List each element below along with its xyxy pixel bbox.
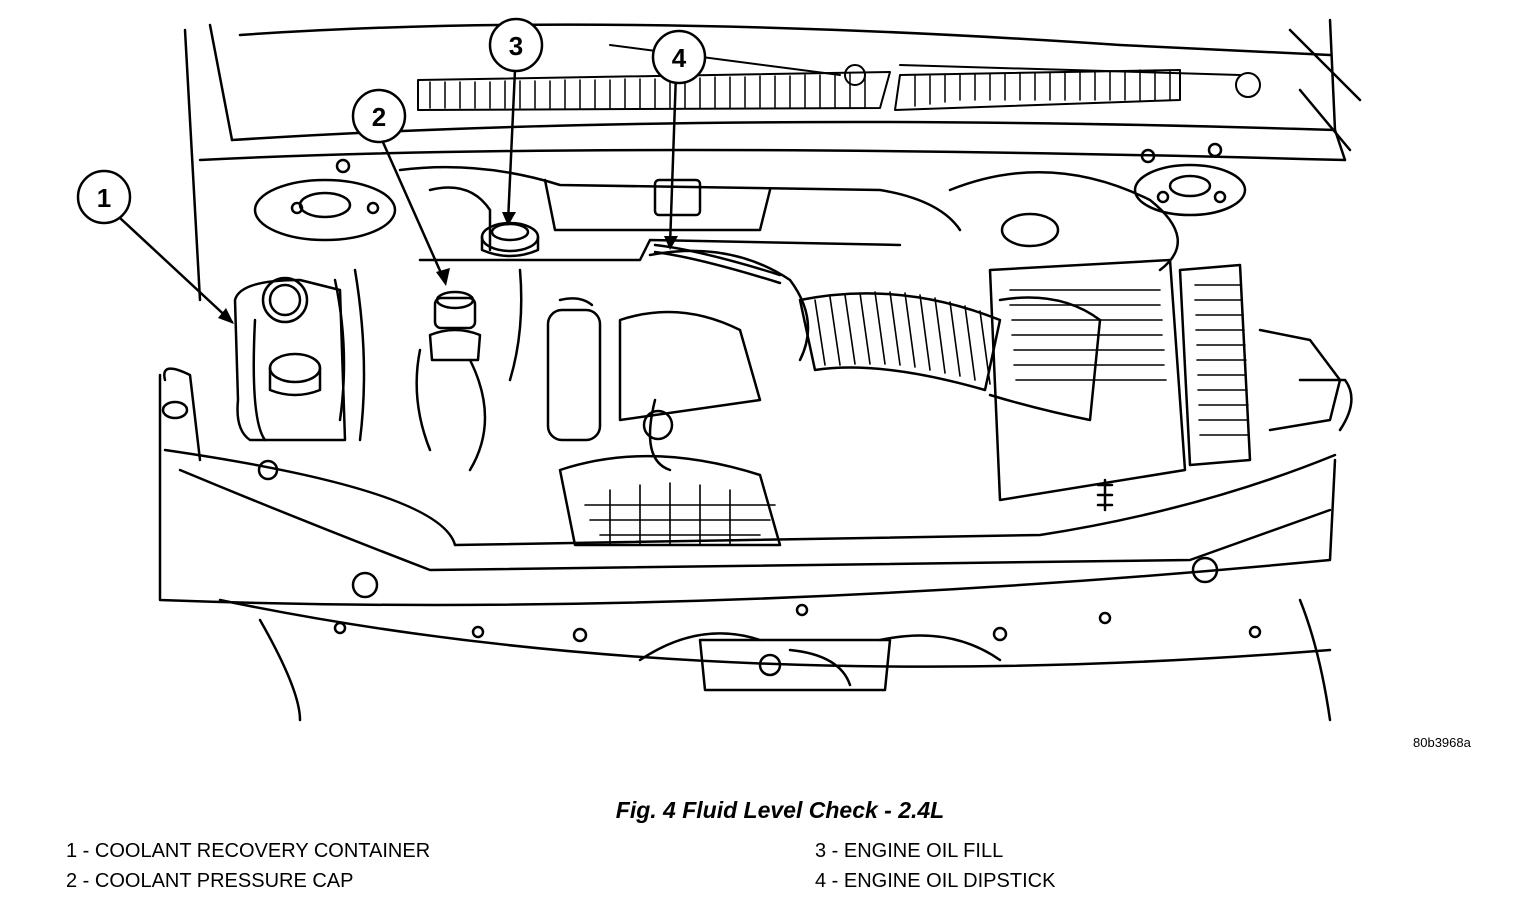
callout-1-number: 1: [97, 183, 111, 213]
cowl-vents: [417, 44, 1261, 111]
left-fender-hoses: [161, 186, 523, 462]
legend-item-2: 2 - COOLANT PRESSURE CAP: [66, 870, 354, 892]
hood-and-cowl: [183, 18, 1362, 302]
legend-item-4: 4 - ENGINE OIL DIPSTICK: [815, 870, 1056, 892]
fan-shroud: [558, 454, 782, 547]
coolant-pressure-cap: [415, 290, 487, 472]
air-cleaner-box: [948, 171, 1187, 502]
leader-line-2: [380, 138, 447, 284]
air-intake-hose: [798, 291, 1102, 422]
leader-line-4: [668, 72, 678, 247]
callout-4-number: 4: [672, 43, 687, 73]
callout-4: 4: [651, 29, 707, 85]
engine-block: [398, 165, 962, 472]
engine-compartment-illustration: 1 2 3 4: [76, 17, 1362, 722]
leader-line-1: [118, 216, 234, 324]
callout-3-number: 3: [509, 31, 523, 61]
strut-towers: [253, 142, 1247, 242]
callout-1: 1: [76, 169, 132, 225]
leader-arrowheads: [218, 212, 678, 324]
coolant-recovery-container: [233, 276, 347, 442]
leader-line-3: [506, 68, 517, 224]
legend-item-1: 1 - COOLANT RECOVERY CONTAINER: [66, 840, 431, 862]
engine-oil-dipstick: [653, 243, 782, 285]
engine-oil-fill-cap: [480, 221, 540, 258]
callout-2-number: 2: [372, 102, 386, 132]
leader-lines: [118, 68, 678, 324]
radiator-support: [158, 373, 1337, 722]
figure-caption: Fig. 4 Fluid Level Check - 2.4L: [615, 797, 945, 823]
figure-reference-code: 80b3968a: [1413, 735, 1471, 750]
callout-2: 2: [351, 88, 407, 144]
callout-3: 3: [488, 17, 544, 73]
battery-area: [1178, 263, 1353, 467]
legend-item-3: 3 - ENGINE OIL FILL: [815, 840, 1004, 862]
